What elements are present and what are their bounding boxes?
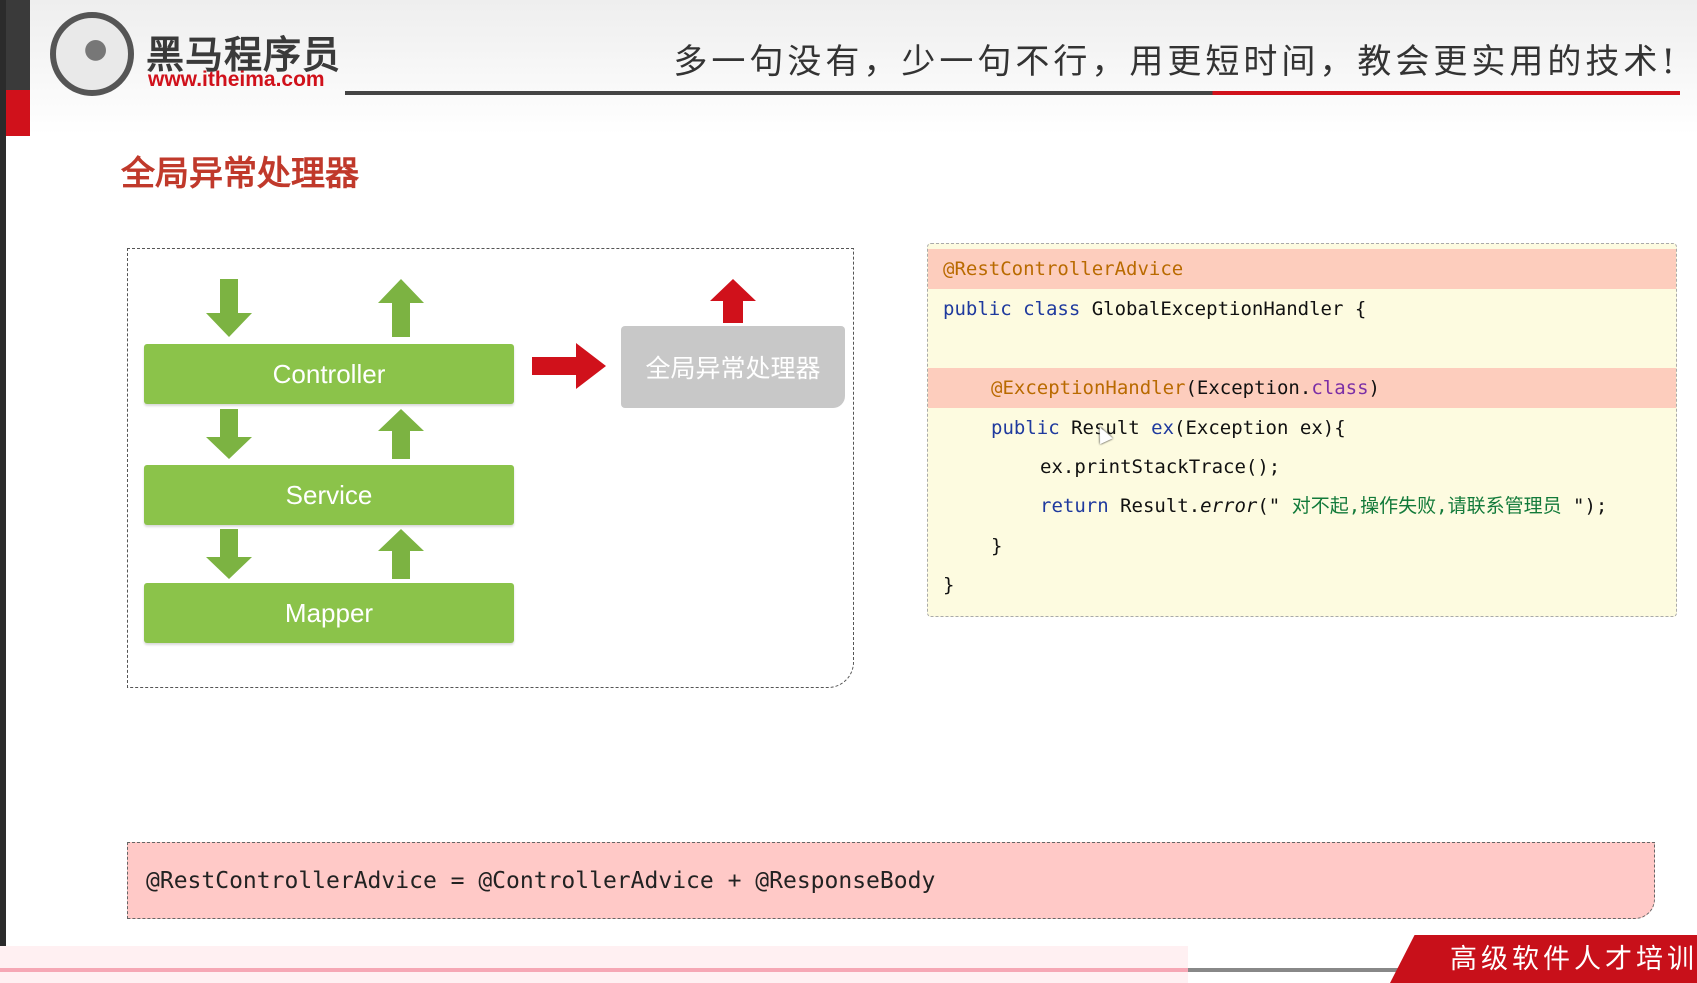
arrow-up-icon [378, 279, 424, 337]
keyword-token: return [1040, 495, 1109, 517]
arrow-down-icon [206, 529, 252, 579]
code-snippet: @RestControllerAdvice public class Globa… [927, 243, 1677, 617]
header-divider [345, 91, 1680, 95]
annotation-token: @RestControllerAdvice [943, 258, 1184, 280]
code-token: ex.printStackTrace(); [1040, 456, 1281, 478]
footer-line [0, 968, 1697, 972]
left-edge-block [6, 0, 30, 90]
page-title: 全局异常处理器 [121, 154, 359, 194]
code-line: public Result ex(Exception ex){ [928, 408, 1676, 448]
annotation-token: @ExceptionHandler [991, 377, 1186, 399]
footer-banner-text: 高级软件人才培训专 [1450, 944, 1697, 975]
string-token: 对不起,操作失败,请联系管理员 [1280, 495, 1574, 517]
method-token: ex [1151, 417, 1175, 439]
arrow-up-icon [378, 529, 424, 579]
arrow-up-icon [710, 279, 756, 323]
service-layer: Service [144, 465, 514, 525]
annotation-formula: @RestControllerAdvice = @ControllerAdvic… [127, 842, 1655, 919]
slide-header: 黑马程序员 www.itheima.com 多一句没有，少一句不行，用更短时间，… [30, 0, 1697, 135]
keyword-token: class [1023, 298, 1081, 320]
code-line: ex.printStackTrace(); [928, 447, 1676, 487]
code-token: ) [1368, 377, 1380, 399]
global-exception-handler-box: 全局异常处理器 [621, 326, 845, 408]
layer-diagram: Controller Service Mapper 全局异常处理器 [127, 248, 854, 688]
code-token: Result. [1108, 495, 1201, 517]
arrow-right-icon [532, 343, 606, 389]
horse-logo-icon [50, 12, 134, 96]
arrow-down-icon [206, 279, 252, 337]
controller-layer: Controller [144, 344, 514, 404]
code-token: } [991, 535, 1003, 557]
arrow-down-icon [206, 409, 252, 459]
code-line: @ExceptionHandler(Exception.class) [928, 368, 1676, 408]
code-token: } [943, 574, 955, 596]
code-token: (Exception ex){ [1174, 417, 1346, 439]
code-token: GlobalExceptionHandler { [1080, 298, 1367, 320]
code-line: public class GlobalExceptionHandler { [928, 289, 1676, 329]
logo-url: www.itheima.com [148, 68, 325, 91]
code-line: } [928, 565, 1676, 605]
arrow-up-icon [378, 409, 424, 459]
slogan: 多一句没有，少一句不行，用更短时间，教会更实用的技术! [673, 42, 1679, 82]
left-edge-bar [0, 0, 6, 983]
keyword-token: class [1311, 377, 1369, 399]
mapper-layer: Mapper [144, 583, 514, 643]
code-token: (Exception. [1185, 377, 1312, 399]
code-token: "); [1573, 495, 1608, 517]
code-line: @RestControllerAdvice [928, 249, 1676, 289]
left-edge-accent [6, 90, 30, 136]
code-token: Result [1059, 417, 1152, 439]
code-line: } [928, 526, 1676, 566]
method-token: error [1200, 495, 1258, 517]
code-line: return Result.error(" 对不起,操作失败,请联系管理员 ")… [928, 486, 1676, 526]
code-token: (" [1257, 495, 1281, 517]
keyword-token: public [943, 298, 1012, 320]
keyword-token: public [991, 417, 1060, 439]
footer-banner [1390, 935, 1697, 983]
logo-text: 黑马程序员 [146, 33, 342, 77]
